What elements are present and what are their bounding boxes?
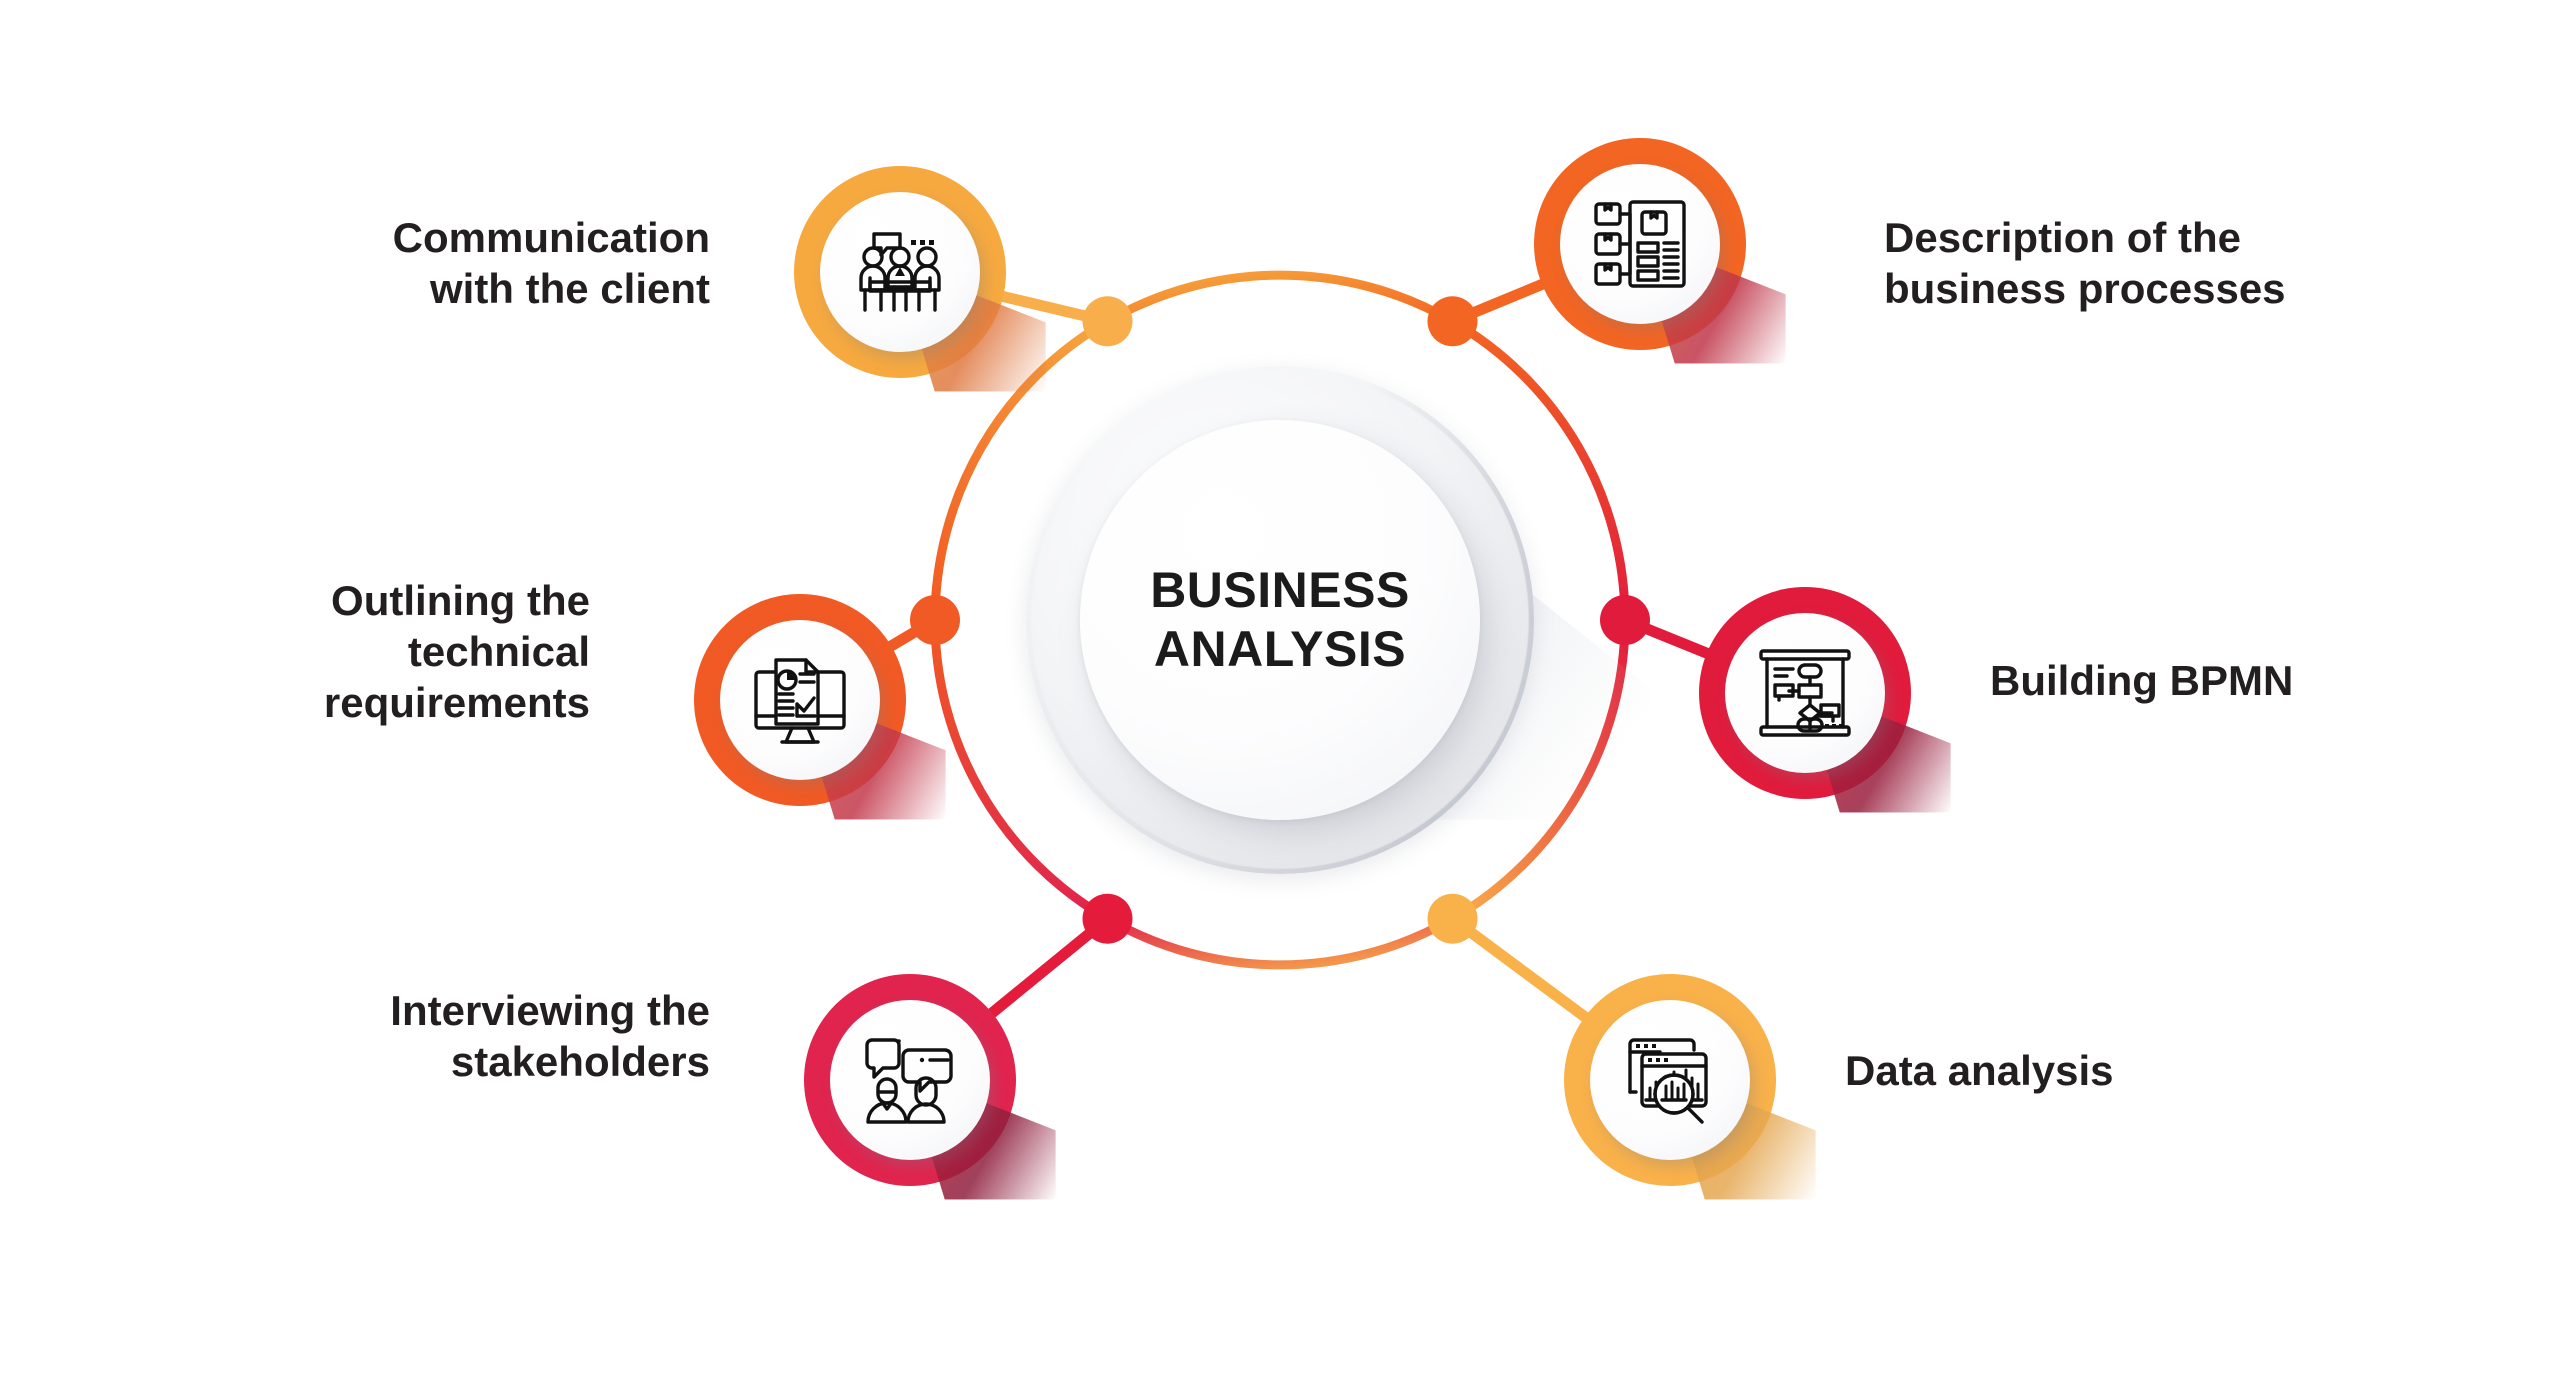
flowchart-board-icon xyxy=(1755,643,1855,743)
icon-disc-interviewing-the-stakeholders[interactable] xyxy=(830,1000,990,1160)
junction-dot-data-analysis xyxy=(1427,893,1478,944)
junction-dot-building-bpmn xyxy=(1600,595,1650,645)
page-title: BUSINESS ANALYSIS xyxy=(1150,561,1410,679)
label-description-of-the-business-processes: Description of the business processes xyxy=(1884,212,2504,314)
meeting-people-icon xyxy=(848,220,952,324)
label-interviewing-the-stakeholders: Interviewing the stakeholders xyxy=(150,985,710,1087)
icon-disc-building-bpmn[interactable] xyxy=(1725,613,1885,773)
label-data-analysis: Data analysis xyxy=(1845,1045,2365,1096)
icon-disc-communication-with-the-client[interactable] xyxy=(820,192,980,352)
label-line: Description of the xyxy=(1884,214,2242,261)
hub-center-disc: BUSINESS ANALYSIS xyxy=(1080,420,1480,820)
icon-disc-outlining-the-technical-requirements[interactable] xyxy=(720,620,880,780)
junction-dot-interviewing-the-stakeholders xyxy=(1082,893,1133,944)
label-line: with the client xyxy=(429,265,710,313)
label-line: Communication xyxy=(392,214,710,261)
two-people-chat-icon xyxy=(860,1030,960,1130)
node-data-analysis[interactable] xyxy=(1564,974,1816,1200)
junction-dot-outlining-the-technical-requirements xyxy=(910,595,960,645)
icon-disc-data-analysis[interactable] xyxy=(1590,1000,1750,1160)
label-line: Building BPMN xyxy=(1990,657,2294,704)
label-line: technical xyxy=(407,628,590,676)
hub-title-line-1: BUSINESS xyxy=(1150,562,1410,618)
node-communication-with-the-client[interactable] xyxy=(794,166,1046,392)
node-interviewing-the-stakeholders[interactable] xyxy=(804,974,1056,1200)
label-line: Interviewing the xyxy=(390,987,710,1034)
node-description-of-the-business-processes[interactable] xyxy=(1534,138,1786,364)
label-line: Outlining the xyxy=(331,577,590,624)
boxes-document-icon xyxy=(1590,194,1690,294)
junction-dot-description-of-the-business-processes xyxy=(1427,296,1478,347)
chart-magnifier-icon xyxy=(1620,1030,1720,1130)
node-building-bpmn[interactable] xyxy=(1699,587,1951,813)
monitor-report-icon xyxy=(748,648,852,752)
hub-title-line-2: ANALYSIS xyxy=(1153,621,1407,677)
junction-dot-communication-with-the-client xyxy=(1082,296,1133,347)
label-line: stakeholders xyxy=(450,1038,710,1086)
label-outlining-the-technical-requirements: Outlining the technical requirements xyxy=(110,575,590,729)
label-building-bpmn: Building BPMN xyxy=(1990,655,2510,706)
icon-disc-description-of-the-business-processes[interactable] xyxy=(1560,164,1720,324)
node-outlining-the-technical-requirements[interactable] xyxy=(694,594,946,820)
label-line: requirements xyxy=(323,679,590,727)
label-communication-with-the-client: Communication with the client xyxy=(150,212,710,314)
label-line: business processes xyxy=(1884,265,2286,313)
label-line: Data analysis xyxy=(1845,1047,2114,1094)
